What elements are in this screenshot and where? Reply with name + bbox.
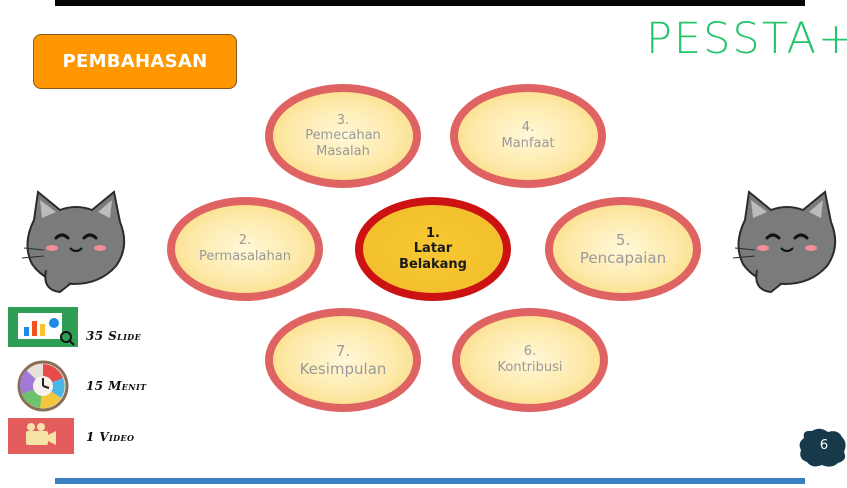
slides-chart-icon bbox=[8, 307, 78, 347]
topic-node-2[interactable]: 2. Permasalahan bbox=[167, 197, 323, 301]
topic-label: Manfaat bbox=[501, 136, 555, 151]
topic-label: Pemecahan bbox=[305, 128, 381, 144]
topic-label: Masalah bbox=[316, 143, 370, 159]
topic-number: 4. bbox=[521, 120, 535, 136]
topic-node-7[interactable]: 7. Kesimpulan bbox=[265, 308, 421, 412]
cat-mascot-left-icon bbox=[21, 190, 126, 294]
logo-text: PESSTA+ bbox=[646, 13, 847, 64]
topic-label: Latar bbox=[413, 241, 453, 257]
topic-label: Kesimpulan bbox=[299, 360, 387, 378]
slides-count-label: 35 Slide bbox=[86, 329, 142, 343]
page-number-badge-icon bbox=[799, 428, 846, 467]
topic-number: 7. bbox=[335, 342, 351, 360]
topic-number: 3. bbox=[336, 112, 350, 128]
topic-node-1[interactable]: 1. Latar Belakang bbox=[355, 197, 511, 301]
cat-mascot-right-icon bbox=[732, 190, 837, 294]
video-camera-icon bbox=[8, 418, 74, 454]
topic-number: 5. bbox=[615, 231, 631, 249]
topic-label: Permasalahan bbox=[199, 249, 291, 264]
topic-node-4[interactable]: 4. Manfaat bbox=[450, 84, 606, 188]
section-tag: PEMBAHASAN bbox=[33, 34, 237, 89]
topic-node-3[interactable]: 3. Pemecahan Masalah bbox=[265, 84, 421, 188]
section-title: PEMBAHASAN bbox=[62, 51, 208, 72]
clock-icon bbox=[17, 360, 69, 412]
topic-number: 2. bbox=[238, 233, 252, 249]
video-count-label: 1 Video bbox=[86, 430, 135, 444]
duration-label: 15 Menit bbox=[86, 379, 147, 393]
topic-label: Kontribusi bbox=[497, 360, 563, 375]
topic-number: 1. bbox=[426, 225, 440, 241]
logo: PESSTA+ bbox=[646, 14, 847, 64]
topic-number: 6. bbox=[523, 344, 537, 360]
topic-node-6[interactable]: 6. Kontribusi bbox=[452, 308, 608, 412]
topic-label: Pencapaian bbox=[579, 249, 667, 267]
topic-label: Belakang bbox=[399, 256, 467, 272]
topic-node-5[interactable]: 5. Pencapaian bbox=[545, 197, 701, 301]
bottom-bar bbox=[55, 478, 805, 484]
top-bar bbox=[55, 0, 805, 6]
page-number: 6 bbox=[819, 438, 829, 453]
